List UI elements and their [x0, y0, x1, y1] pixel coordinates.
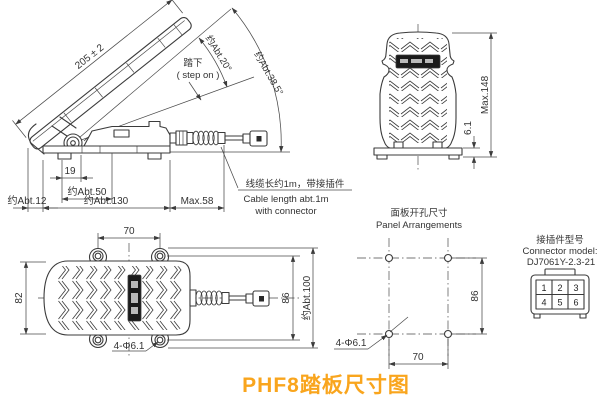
dim-19: 19 — [64, 166, 76, 177]
coil-ferrule — [217, 131, 226, 145]
dim-82: 82 — [14, 292, 25, 304]
dim-86-panel: 86 — [470, 290, 481, 302]
side-view-dimensions: 19 约Abt.50 约Abt.12 约Abt.130 Max.58 — [8, 145, 225, 212]
panel-title-cn: 面板开孔尺寸 — [390, 207, 448, 219]
mounting-holes-top — [92, 250, 166, 346]
hinge-pin — [70, 140, 76, 146]
cable-note-en2: with connector — [254, 206, 316, 217]
pin-4: 4 — [541, 298, 546, 308]
panel-arrangement: 面板开孔尺寸 Panel Arrangements 86 70 4-Φ6.1 — [334, 207, 487, 369]
tread-pattern-top — [56, 266, 184, 330]
tread-pattern-front — [389, 38, 447, 144]
cable-note-en1: Cable length abt.1m — [243, 194, 328, 205]
connector-detail: 接插件型号 Connector model: DJ7061Y-2.3-21 1 … — [523, 234, 598, 319]
step-direction-arrow — [188, 81, 202, 101]
travel-angle-arc — [198, 37, 228, 88]
dim-abt50: 约Abt.50 — [68, 185, 107, 198]
base-foot-right — [147, 152, 162, 160]
cable-note: 线缆长约1m，带接插件 Cable length abt.1m with con… — [220, 146, 352, 217]
connector-model: DJ7061Y-2.3-21 — [527, 257, 595, 268]
panel-holes — [384, 253, 453, 339]
base-plate-front — [373, 147, 463, 156]
dim-abt130: 约Abt.130 — [84, 194, 129, 207]
pin-3: 3 — [573, 283, 578, 293]
top-view: 70 — [14, 226, 318, 357]
holes-callout-top: 4-Φ6.1 — [114, 341, 145, 352]
heel-cap — [27, 123, 45, 155]
dim-86-top: 86 — [281, 292, 292, 304]
cable-assembly-side — [169, 130, 268, 147]
dim-6-1: 6.1 — [463, 121, 474, 135]
holes-callout-panel: 4-Φ6.1 — [336, 338, 367, 349]
step-on-label-en: ( step on ) — [177, 70, 220, 81]
cable-gland-nut — [175, 130, 188, 146]
cable-lead — [224, 135, 244, 141]
drawing-title: PHF8踏板尺寸图 — [242, 373, 410, 397]
pin-5: 5 — [557, 298, 562, 308]
step-on-label-cn: 踏下 — [183, 57, 202, 69]
pin-6: 6 — [573, 298, 578, 308]
connector-title-cn: 接插件型号 — [536, 234, 584, 246]
front-view: Max.148 6.1 — [373, 24, 497, 172]
dim-abt100: 约Abt.100 — [300, 275, 313, 320]
dim-70-panel: 70 — [412, 352, 424, 363]
connector-title-en: Connector model: — [523, 246, 598, 257]
dim-max148: Max.148 — [480, 75, 491, 114]
dim-70-top: 70 — [123, 226, 135, 237]
base-foot-left — [57, 152, 72, 160]
panel-title-en: Panel Arrangements — [376, 220, 462, 231]
rest-angle-arc — [231, 7, 284, 153]
cable-note-cn: 线缆长约1m，带接插件 — [246, 178, 345, 190]
pin-1: 1 — [541, 283, 546, 293]
base-plate — [42, 145, 171, 154]
dim-abt12: 约Abt.12 — [8, 194, 47, 207]
pin-2: 2 — [557, 283, 562, 293]
dim-max58: Max.58 — [181, 196, 214, 207]
cable-assembly-top — [189, 289, 270, 307]
